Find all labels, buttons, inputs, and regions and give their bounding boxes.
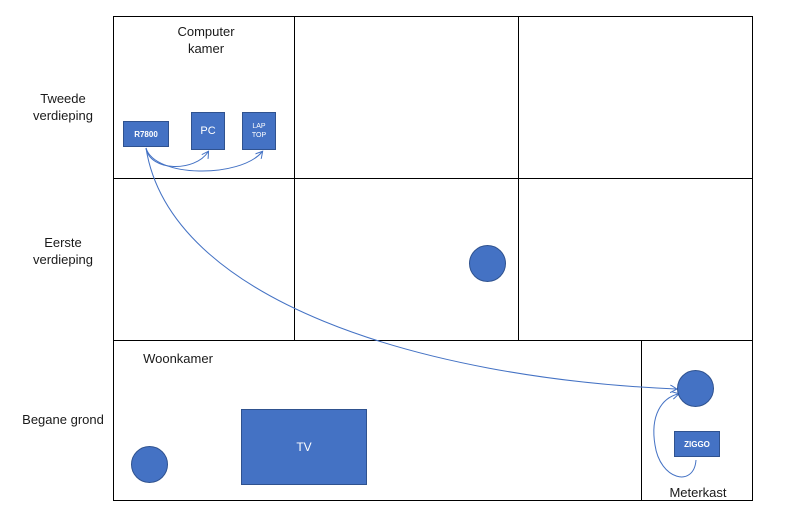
device-laptop[interactable]: LAP TOP <box>242 112 276 150</box>
building-outline <box>113 16 753 501</box>
access-point-first-floor[interactable] <box>469 245 506 282</box>
room-label-living: Woonkamer <box>138 350 218 367</box>
connector-ziggo-meterkast-node <box>653 394 697 478</box>
connector-r7800-meterkast-node <box>145 147 676 389</box>
floor-label-second-line1: Tweede <box>40 91 86 106</box>
device-pc[interactable]: PC <box>191 112 225 150</box>
access-point-meterkast[interactable] <box>677 370 714 407</box>
room-label-computer-line2: kamer <box>187 41 225 56</box>
room-label-meterkast: Meterkast <box>662 484 734 501</box>
floor-label-first: Eerste verdieping <box>8 234 118 268</box>
device-tv-label: TV <box>296 440 312 454</box>
device-laptop-line2: TOP <box>251 132 267 139</box>
connector-r7800-pc <box>145 147 208 167</box>
device-pc-label: PC <box>200 125 216 137</box>
access-point-living-room[interactable] <box>131 446 168 483</box>
floor-label-second-line2: verdieping <box>33 108 93 123</box>
room-label-computer-line1: Computer <box>177 24 235 39</box>
room-label-meterkast-text: Meterkast <box>669 485 727 500</box>
modem-ziggo[interactable]: ZIGGO <box>674 431 720 457</box>
device-laptop-line1: LAP <box>252 123 266 130</box>
floor-label-ground-line1: Begane grond <box>22 412 104 427</box>
floor-label-second: Tweede verdieping <box>8 90 118 124</box>
room-label-computer: Computer kamer <box>158 23 254 57</box>
floor-label-ground: Begane grond <box>8 411 118 428</box>
router-r7800-label: R7800 <box>134 129 158 139</box>
modem-ziggo-label: ZIGGO <box>684 439 710 449</box>
router-r7800[interactable]: R7800 <box>123 121 169 147</box>
device-tv[interactable]: TV <box>241 409 367 485</box>
floor-label-first-line1: Eerste <box>44 235 82 250</box>
room-label-living-text: Woonkamer <box>143 351 213 366</box>
floor-label-first-line2: verdieping <box>33 252 93 267</box>
connector-r7800-laptop <box>145 147 262 172</box>
